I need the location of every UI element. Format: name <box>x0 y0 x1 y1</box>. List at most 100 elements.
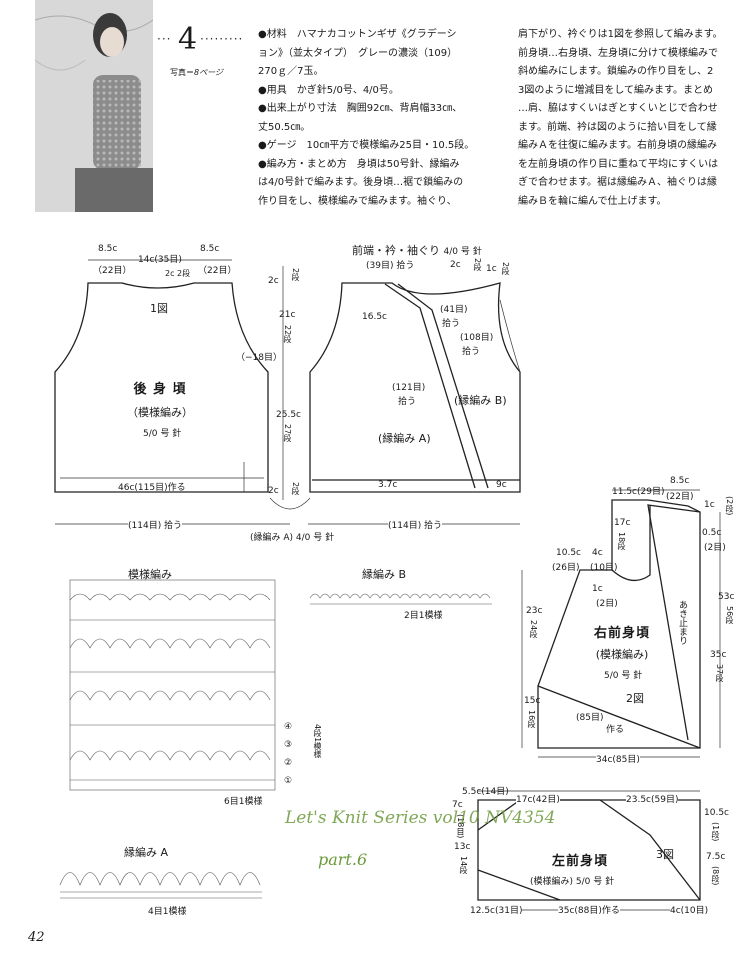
front-edge-b: (縁編み B) <box>454 394 507 407</box>
rf-c35: 35c <box>710 650 727 660</box>
back-body-outline <box>54 282 269 493</box>
front-p2: 2段 <box>473 258 482 272</box>
rf-c05r: (2目) <box>704 543 726 553</box>
watermark-part: part.6 <box>318 850 368 869</box>
front-p121b: 拾う <box>398 397 417 407</box>
rf-c15: 15c <box>524 696 541 706</box>
rf-c17: 17c <box>614 518 631 528</box>
front-edge-a: (縁編み A) <box>378 432 431 445</box>
front-h165: 16.5c <box>362 312 387 322</box>
lf-fig: 3図 <box>656 848 674 861</box>
lf-t2: 17c(42目) <box>516 792 560 805</box>
lf-c75: 7.5c <box>706 852 726 862</box>
back-cast-on: 46c(115目)作る <box>118 483 186 493</box>
lf-c7r: (18目) <box>456 814 465 839</box>
front-p108: (108目) <box>460 333 494 343</box>
rf-p85: (85目) <box>576 713 604 723</box>
pattern-chart-stitches <box>69 579 276 791</box>
lf-b3: 4c(10目) <box>670 903 709 916</box>
rf-c35r: 37段 <box>715 664 724 683</box>
back-neck-drop: 2c 2段 <box>165 269 191 278</box>
edge-b-title: 縁編み B <box>362 568 407 581</box>
model-photo-illustration <box>35 0 153 212</box>
row-4: ④ <box>284 722 293 732</box>
model-photo <box>35 0 153 212</box>
lf-t1: 5.5c(14目) <box>462 787 509 797</box>
lf-t3: 23.5c(59目) <box>626 792 679 805</box>
front-p41b: 拾う <box>442 319 461 329</box>
rf-c1br: (2目) <box>596 599 618 609</box>
back-h3: 25.5c <box>276 410 301 420</box>
front-c9: 9c <box>496 480 507 490</box>
lf-c7: 7c <box>452 800 463 810</box>
row-2: ② <box>284 758 293 768</box>
back-h2: 21c <box>279 310 296 320</box>
front-p108b: 拾う <box>462 347 481 357</box>
rf-fig: 2図 <box>626 692 644 705</box>
back-shoulder-left: 8.5c <box>98 244 118 254</box>
rf-c1r: (2段) <box>725 496 734 516</box>
rf-t3: (22目) <box>666 492 694 502</box>
title-dots-right: ········· <box>200 32 244 46</box>
front-p1r: 2段 <box>501 262 510 276</box>
back-fig-label: 1図 <box>150 302 168 315</box>
rf-c17r: 18段 <box>617 532 626 551</box>
row-3: ③ <box>284 740 293 750</box>
edge-a-title: 縁編み A <box>124 846 169 859</box>
rf-c23r: 24段 <box>529 620 538 639</box>
front-c1: 1c <box>486 264 497 274</box>
front-body-outline <box>309 282 521 493</box>
row-1: ① <box>284 776 293 786</box>
back-pickup: (114目) 拾う <box>128 518 183 531</box>
instructions-column-1: ●材料 ハマナカコットンギザ《グラデーション》（並太タイプ） グレーの濃淡（10… <box>258 29 475 207</box>
front-title: 前端・衿・袖ぐり 4/0 号 針 <box>352 244 482 257</box>
lf-b1: 12.5c(31目) <box>470 903 523 916</box>
back-body-needle: 5/0 号 針 <box>143 429 182 439</box>
back-h1-rows: 2段 <box>291 268 300 282</box>
back-shoulder-right-rows: （22目） <box>198 266 237 276</box>
right-front-outline <box>537 499 701 749</box>
rf-c1b: 1c <box>592 584 603 594</box>
front-p121: (121目) <box>392 383 426 393</box>
rf-c105r: (26目) <box>552 563 580 573</box>
edge-b-repeat: 2目1模様 <box>404 611 443 621</box>
rf-c4: 4c <box>592 548 603 558</box>
rf-t2: 8.5c <box>670 476 690 486</box>
front-pickup: (114目) 拾う <box>388 518 443 531</box>
rf-c1: 1c <box>704 500 715 510</box>
rf-c15r: 16段 <box>527 710 536 729</box>
back-shoulder-right: 8.5c <box>200 244 220 254</box>
rf-name: 右前身頃 <box>593 626 650 641</box>
pattern-chart-repeat: 6目1模様 <box>224 797 263 807</box>
back-h2-rows: 22段 <box>283 325 292 344</box>
back-h4: 2c <box>268 486 279 496</box>
lf-c105r: (1段) <box>711 822 720 842</box>
pattern-number: 4 <box>178 22 198 57</box>
back-body-pattern: （模様編み） <box>127 406 193 419</box>
lf-c13r: 14段 <box>459 856 468 875</box>
lf-pattern-needle: (模様編み) 5/0 号 針 <box>530 877 615 887</box>
photo-reference: 写真＝8ページ <box>170 68 223 77</box>
front-p41: (41目) <box>440 305 468 315</box>
title-dots-left: ··· <box>157 32 172 46</box>
rf-c23: 23c <box>526 606 543 616</box>
back-armhole-decrease: （−18目） <box>236 353 282 363</box>
lf-c105: 10.5c <box>704 808 729 818</box>
pattern-chart-title: 模様編み <box>128 568 172 581</box>
watermark: Let's Knit Series vol10 NV4354 <box>285 808 556 828</box>
rf-tsukuru: 作る <box>606 725 625 735</box>
back-h4-rows: 2段 <box>291 482 300 496</box>
lf-c75r: (8段) <box>711 866 720 886</box>
hem-edge-label: (縁編み A) 4/0 号 針 <box>250 533 335 543</box>
edge-a-repeat: 4目1模様 <box>148 907 187 917</box>
rf-c53r: 56段 <box>725 606 734 625</box>
back-body-name: 後 身 頃 <box>133 382 187 397</box>
rows-repeat-label: 4段1模様 <box>313 724 322 759</box>
edge-a-chart-stitches <box>59 872 261 886</box>
rf-c105: 10.5c <box>556 548 581 558</box>
page-number: 42 <box>28 930 45 945</box>
back-h1: 2c <box>268 276 279 286</box>
front-p39: (39目) 拾う <box>366 261 415 271</box>
rf-c05: 0.5c <box>702 528 722 538</box>
lf-c13: 13c <box>454 842 471 852</box>
